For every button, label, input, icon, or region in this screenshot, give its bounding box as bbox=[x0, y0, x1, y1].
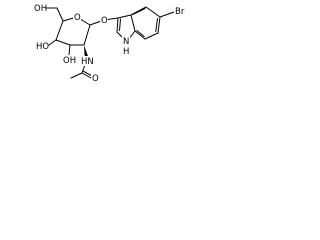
bond-c3ind-c2-a bbox=[116, 17, 119, 33]
bond-c7a-c3a bbox=[130, 14, 136, 32]
bond-c6-c7 bbox=[144, 32, 159, 40]
atom-acetamido-nh: HN bbox=[80, 56, 94, 67]
acetamido-nh-label: HN bbox=[81, 57, 94, 67]
glycosidic-oxygen-label: O bbox=[101, 16, 108, 26]
indole-hydrogen-label: H bbox=[123, 47, 129, 57]
carbonyl-oxygen-label: O bbox=[92, 74, 99, 84]
atom-carbonyl-oxygen: O bbox=[91, 73, 99, 84]
c3-hydroxyl-label: OH bbox=[63, 56, 76, 66]
bond-c3-c4 bbox=[55, 39, 71, 46]
bromine-label: Br bbox=[175, 7, 185, 17]
bond-c6-ch2 bbox=[56, 7, 64, 22]
bond-c3-oh bbox=[68, 44, 71, 56]
atom-c3-hydroxyl: OH bbox=[62, 55, 76, 66]
bond-c3ind-c2-b bbox=[119, 18, 121, 31]
bond-c5-c6 bbox=[157, 16, 161, 34]
bond-c2-nh-wedge bbox=[84, 45, 89, 57]
ch2oh-label: OH bbox=[34, 4, 47, 14]
atom-indole-nitrogen: N bbox=[122, 36, 130, 47]
chemical-structure: OH O O HO OH HN O N bbox=[32, 3, 188, 84]
bond-c5-c6-inner bbox=[155, 18, 158, 32]
atom-ch2oh: OH bbox=[32, 3, 47, 14]
atom-bromine: Br bbox=[174, 6, 188, 17]
atom-glycosidic-oxygen: O bbox=[100, 15, 108, 26]
atom-indole-hydrogen: H bbox=[122, 46, 130, 57]
bond-c1-c2 bbox=[83, 24, 91, 46]
bond-carbonyl-double-b bbox=[82, 70, 93, 77]
bond-carbonyl-methyl bbox=[70, 72, 83, 79]
indole-nitrogen-label: N bbox=[123, 37, 129, 47]
atom-labels: OH O O HO OH HN O N bbox=[32, 3, 188, 84]
bond-c4-oh bbox=[48, 39, 57, 46]
bond-c4-c5 bbox=[145, 6, 161, 18]
atom-c4-hydroxyl: HO bbox=[35, 41, 49, 52]
bonds bbox=[45, 6, 175, 79]
bond-c5-br bbox=[159, 11, 175, 18]
bond-c3ind-c3a bbox=[117, 14, 132, 19]
bond-c7-c7a bbox=[134, 30, 146, 40]
bond-c7-c7a-inner bbox=[136, 30, 145, 37]
ring-oxygen-label: O bbox=[74, 13, 81, 23]
atom-ring-oxygen: O bbox=[73, 12, 81, 23]
bond-carbonyl-double-a bbox=[81, 72, 92, 79]
bond-c4-c5 bbox=[55, 20, 64, 41]
bond-c3a-c4-inner bbox=[133, 8, 146, 15]
c4-hydroxyl-label: HO bbox=[36, 42, 49, 52]
